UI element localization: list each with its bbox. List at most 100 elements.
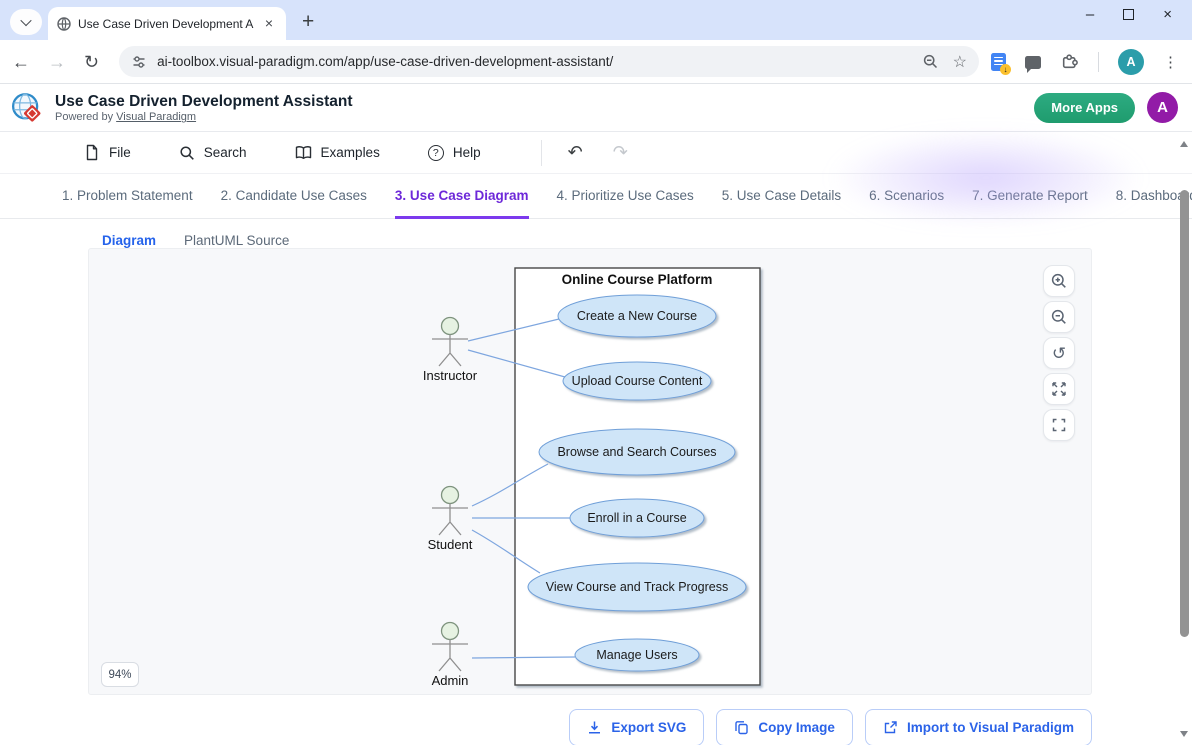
file-icon	[86, 144, 98, 161]
menu-search-label: Search	[203, 145, 247, 160]
header-right: More Apps A	[1034, 92, 1178, 123]
system-title: Online Course Platform	[562, 272, 713, 287]
external-link-icon	[884, 721, 897, 734]
zoom-in-button[interactable]	[1043, 265, 1075, 297]
copy-icon	[735, 721, 749, 735]
forward-button: →	[48, 51, 66, 72]
visual-paradigm-link[interactable]: Visual Paradigm	[116, 111, 197, 124]
use-case-shapes	[527, 294, 747, 672]
page-zoom-icon[interactable]	[922, 53, 939, 70]
browser-tab[interactable]: Use Case Driven Development A ×	[48, 7, 286, 40]
export-svg-label: Export SVG	[611, 720, 687, 735]
workflow-steps: 1. Problem Statement 2. Candidate Use Ca…	[0, 174, 1192, 219]
search-icon	[180, 145, 194, 160]
usecase-label: View Course and Track Progress	[546, 580, 729, 594]
browser-profile-avatar[interactable]: A	[1118, 48, 1144, 75]
usecase-label: Create a New Course	[577, 309, 697, 323]
use-case-diagram: Online Course Platform Cre	[423, 267, 761, 688]
visual-paradigm-logo	[12, 92, 41, 122]
usecase-label: Browse and Search Courses	[557, 445, 716, 459]
export-svg-button[interactable]: Export SVG	[569, 709, 705, 745]
tab-close-icon[interactable]: ×	[264, 14, 274, 31]
powered-by: Powered by Visual Paradigm	[55, 111, 352, 123]
powered-by-text: Powered by	[55, 111, 114, 124]
side-panel-icon[interactable]	[1025, 56, 1041, 73]
import-to-visual-paradigm-button[interactable]: Import to Visual Paradigm	[864, 709, 1092, 745]
menu-help-label: Help	[452, 145, 481, 160]
zoom-level-badge: 94%	[101, 662, 139, 687]
menu-file-label: File	[109, 145, 131, 160]
menu-examples[interactable]: Examples	[295, 145, 380, 160]
usecase-view-track-progress	[527, 562, 747, 612]
download-icon	[589, 721, 601, 734]
usecase-label: Upload Course Content	[572, 374, 703, 388]
step-candidate-use-cases[interactable]: 2. Candidate Use Cases	[220, 187, 367, 203]
minimize-button[interactable]: –	[1085, 5, 1095, 23]
fullscreen-button[interactable]	[1043, 409, 1075, 441]
assoc-instructor-create	[467, 318, 560, 342]
download-badge-icon: ↓	[1000, 63, 1011, 75]
reset-icon: ↺	[1051, 343, 1067, 363]
usecase-label: Enroll in a Course	[587, 511, 686, 525]
divider	[540, 139, 542, 166]
step-generate-report[interactable]: 7. Generate Report	[972, 187, 1088, 203]
step-prioritize-use-cases[interactable]: 4. Prioritize Use Cases	[556, 187, 694, 203]
close-window-button[interactable]: ×	[1163, 5, 1172, 23]
bookmark-star-icon[interactable]: ☆	[952, 53, 967, 71]
zoom-in-icon	[1051, 273, 1066, 288]
scroll-down-arrow-icon[interactable]	[1180, 731, 1188, 741]
browser-menu-icon[interactable]: ⋮	[1163, 53, 1178, 71]
reset-view-button[interactable]: ↺	[1043, 337, 1075, 369]
association-lines	[467, 318, 576, 659]
actor-label: Instructor	[423, 368, 478, 383]
scrollbar-thumb[interactable]	[1180, 190, 1189, 637]
step-dashboard[interactable]: 8. Dashboard	[1115, 187, 1192, 203]
browser-titlebar: Use Case Driven Development A × + – ×	[0, 0, 1192, 40]
maximize-button[interactable]	[1123, 8, 1135, 20]
tab-search-button[interactable]	[10, 9, 42, 35]
usecase-upload-course-content	[562, 361, 712, 401]
actor-label: Student	[428, 537, 473, 552]
step-problem-statement[interactable]: 1. Problem Statement	[62, 187, 193, 203]
menu-help[interactable]: ? Help	[427, 144, 481, 161]
menu-examples-label: Examples	[320, 145, 380, 160]
menu-search[interactable]: Search	[179, 145, 247, 161]
assoc-instructor-upload	[467, 349, 566, 378]
extensions-puzzle-icon[interactable]	[1060, 52, 1079, 71]
diagram-zoom-controls: ↺	[1043, 265, 1075, 441]
copy-image-button[interactable]: Copy Image	[716, 709, 853, 745]
zoom-out-button[interactable]	[1043, 301, 1075, 333]
usecase-browse-search-courses	[538, 428, 736, 476]
menu-file[interactable]: File	[84, 144, 131, 161]
expand-arrows-icon	[1052, 382, 1066, 396]
redo-button: ↷	[612, 142, 628, 162]
undo-button[interactable]: ↶	[567, 142, 583, 162]
fit-to-screen-button[interactable]	[1043, 373, 1075, 405]
scroll-up-arrow-icon[interactable]	[1180, 137, 1188, 147]
page-title: Use Case Driven Development Assistant	[55, 92, 353, 110]
page-scrollbar[interactable]	[1177, 132, 1192, 745]
window-controls: – ×	[1086, 7, 1192, 34]
url-text[interactable]: ai-toolbox.visual-paradigm.com/app/use-c…	[157, 54, 614, 69]
docs-offline-icon[interactable]: ↓	[991, 52, 1011, 75]
tab-plantuml-source[interactable]: PlantUML Source	[184, 233, 290, 248]
address-bar[interactable]: ai-toolbox.visual-paradigm.com/app/use-c…	[119, 46, 979, 77]
step-use-case-diagram[interactable]: 3. Use Case Diagram	[394, 174, 529, 219]
system-boundary: Online Course Platform	[514, 267, 761, 686]
new-tab-button[interactable]: +	[302, 10, 315, 33]
use-case-labels: Create a New Course Upload Course Conten…	[546, 309, 729, 662]
diagram-canvas[interactable]: Online Course Platform Cre	[88, 248, 1092, 695]
site-settings-icon[interactable]	[131, 54, 147, 70]
zoom-out-icon	[1051, 309, 1066, 324]
more-apps-button[interactable]: More Apps	[1034, 92, 1135, 123]
user-avatar[interactable]: A	[1147, 92, 1178, 123]
step-scenarios[interactable]: 6. Scenarios	[869, 187, 945, 203]
app-header: Use Case Driven Development Assistant Po…	[0, 84, 1192, 132]
assoc-student-view	[471, 529, 541, 574]
reload-button[interactable]: ↻	[84, 51, 100, 72]
back-button[interactable]: ←	[12, 51, 30, 72]
actor-label: Admin	[432, 673, 469, 688]
step-use-case-details[interactable]: 5. Use Case Details	[721, 187, 842, 203]
assoc-student-browse	[471, 463, 549, 507]
actor-student: Student	[428, 485, 473, 552]
